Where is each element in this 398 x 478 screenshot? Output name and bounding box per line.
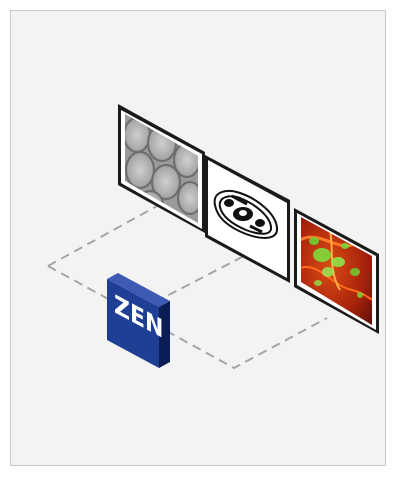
zen-logo-block: ZEN: [107, 273, 170, 368]
cell-texture-panel: [118, 104, 205, 233]
fluorescence-panel: [294, 208, 380, 335]
cell-texture-image: [120, 105, 205, 230]
fluorescence-image: [295, 210, 380, 335]
slide-holder-panel: [205, 155, 290, 283]
